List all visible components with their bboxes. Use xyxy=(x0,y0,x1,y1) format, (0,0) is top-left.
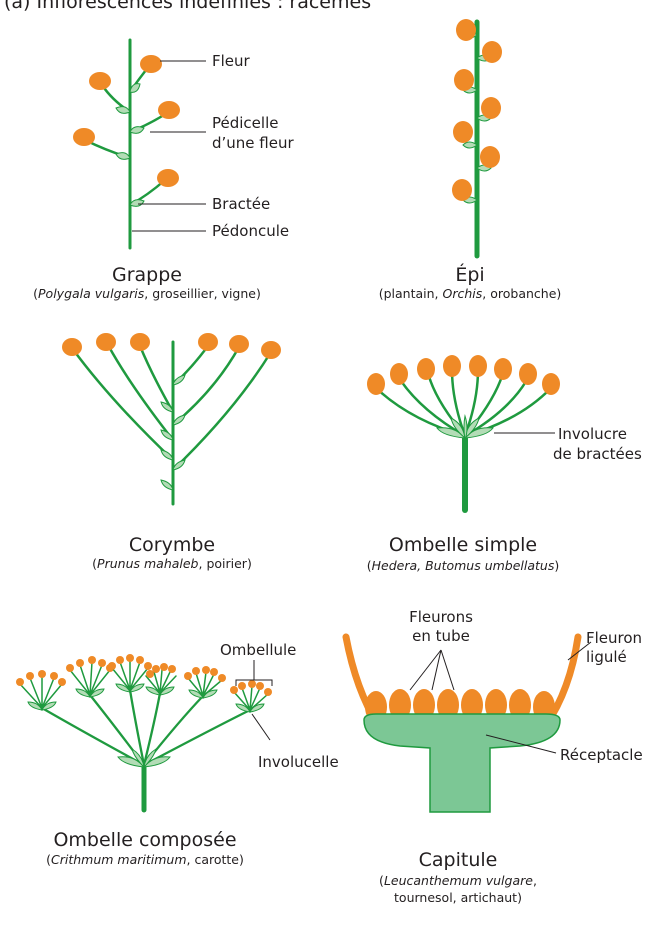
grappe-bract xyxy=(116,107,130,114)
label-receptacle: Réceptacle xyxy=(560,746,643,764)
capitule-receptacle xyxy=(364,714,560,812)
grappe-drawing xyxy=(73,40,206,248)
epi-name: Épi xyxy=(455,263,484,286)
grappe-flower xyxy=(157,169,179,187)
corymbe-name: Corymbe xyxy=(129,534,215,556)
epi-flower xyxy=(453,121,473,143)
ombelle-simple-flower xyxy=(542,373,560,395)
capitule-name: Capitule xyxy=(419,849,498,871)
ombelle-simple-flower xyxy=(494,358,512,380)
label-ombellule: Ombellule xyxy=(220,641,296,659)
capitule-drawing xyxy=(346,637,591,812)
capitule-examples: (Leucanthemum vulgare, xyxy=(379,873,537,888)
corymbe-examples: (Prunus mahaleb, poirier) xyxy=(92,556,252,571)
epi-flower xyxy=(456,19,476,41)
label-fleuron-ligule-line2: ligulé xyxy=(586,648,627,666)
ombelle-simple-examples: (Hedera, Butomus umbellatus) xyxy=(367,558,560,573)
grappe-examples: (Polygala vulgaris, groseillier, vigne) xyxy=(33,286,261,301)
label-involucelle: Involucelle xyxy=(258,753,339,771)
ombelle-simple-flower xyxy=(443,355,461,377)
label-fleurons: Fleurons xyxy=(409,608,473,626)
label-bractee: Bractée xyxy=(212,195,270,213)
grappe-flower xyxy=(158,101,180,119)
grappe-bract xyxy=(130,127,144,134)
label-pedoncule: Pédoncule xyxy=(212,222,289,240)
ombelle-composee-name: Ombelle composée xyxy=(53,829,236,851)
label-fleur: Fleur xyxy=(212,52,251,70)
ombelle-simple-flower xyxy=(417,358,435,380)
corymbe-flower xyxy=(96,333,116,351)
grappe-flower xyxy=(73,128,95,146)
label-involucre: Involucre xyxy=(558,425,627,443)
ombelle-simple-drawing xyxy=(367,355,560,510)
grappe-bract xyxy=(130,200,144,207)
corymbe-flower xyxy=(130,333,150,351)
ombelle-simple-flower xyxy=(519,363,537,385)
corymbe-flower xyxy=(261,341,281,359)
label-pedicelle-line2: d’une fleur xyxy=(212,134,294,152)
capitule-examples-line2: tournesol, artichaut) xyxy=(394,890,522,905)
epi-drawing xyxy=(452,19,502,256)
ombelle-simple-flower xyxy=(469,355,487,377)
epi-flower xyxy=(482,41,502,63)
label-fleurons-line2: en tube xyxy=(412,627,470,645)
ombelle-composee-drawing xyxy=(16,654,272,810)
label-pedicelle: Pédicelle xyxy=(212,114,278,132)
corymbe-flower xyxy=(198,333,218,351)
epi-examples: (plantain, Orchis, orobanche) xyxy=(379,286,562,301)
ombelle-simple-name: Ombelle simple xyxy=(389,534,537,556)
epi-flower xyxy=(481,97,501,119)
grappe-flower xyxy=(89,72,111,90)
epi-flower xyxy=(454,69,474,91)
label-involucre-line2: de bractées xyxy=(553,445,642,463)
grappe-name: Grappe xyxy=(112,264,182,286)
ombelle-simple-flower xyxy=(390,363,408,385)
corymbe-drawing xyxy=(62,333,281,504)
epi-flower xyxy=(452,179,472,201)
corymbe-flower xyxy=(229,335,249,353)
ombelle-composee-examples: (Crithmum maritimum, carotte) xyxy=(46,852,244,867)
grappe-flower xyxy=(140,55,162,73)
corymbe-flower xyxy=(62,338,82,356)
label-fleuron-ligule: Fleuron xyxy=(586,629,642,647)
grappe-bract xyxy=(116,153,130,160)
ombelle-simple-flower xyxy=(367,373,385,395)
figure-heading: (a) Inflorescences indéfinies : racèmes xyxy=(4,0,371,13)
epi-flower xyxy=(480,146,500,168)
